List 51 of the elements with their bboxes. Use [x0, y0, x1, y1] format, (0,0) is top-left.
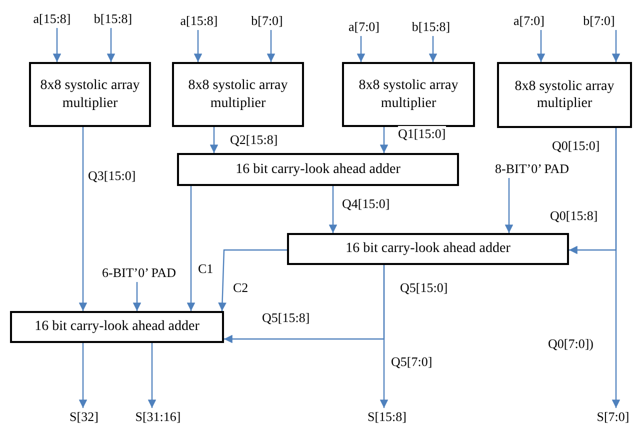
edge-label: Q5[15:8]	[262, 310, 310, 326]
arrow	[78, 127, 88, 311]
arrow	[328, 186, 338, 233]
signal-label: S[7:0]	[590, 408, 634, 426]
signal-label: S[32]	[64, 408, 104, 426]
signal-label: b[15:8]	[88, 10, 138, 28]
process-box: 8x8 systolic array multiplier	[497, 62, 632, 128]
edge-label: Q1[15:0]	[398, 126, 446, 142]
arrow	[428, 36, 438, 62]
signal-label: b[7:0]	[245, 12, 289, 30]
arrow	[210, 127, 218, 153]
signal-label: a[7:0]	[507, 12, 551, 30]
signal-label: a[7:0]	[342, 18, 386, 36]
process-box: 16 bit carry-look ahead adder	[10, 311, 224, 343]
arrow	[380, 127, 388, 153]
arrow	[612, 128, 620, 408]
process-box: 16 bit carry-look ahead adder	[177, 153, 459, 186]
edge-label: Q4[15:0]	[342, 196, 390, 212]
process-box: 8x8 systolic array multiplier	[172, 62, 304, 127]
arrow	[218, 249, 287, 312]
signal-label: a[15:8]	[174, 12, 224, 30]
process-box: 16 bit carry-look ahead adder	[287, 233, 569, 265]
arrow	[52, 28, 62, 62]
arrow	[612, 30, 620, 62]
edge-label: Q3[15:0]	[88, 168, 136, 184]
arrow	[356, 36, 366, 62]
arrow	[148, 343, 156, 408]
arrow	[536, 30, 546, 62]
signal-label: a[15:8]	[27, 10, 77, 28]
signal-label: Q5[15:0]	[400, 280, 448, 296]
signal-label: b[7:0]	[576, 12, 622, 30]
signal-label: b[15:8]	[406, 18, 456, 36]
edge-label: Q0[15:8]	[550, 208, 598, 224]
arrow	[132, 282, 142, 311]
signal-label: S[15:8]	[360, 408, 414, 426]
edge-label: Q0[7:0])	[548, 336, 594, 352]
edge-label: Q5[7:0]	[391, 354, 432, 370]
arrow	[504, 178, 514, 233]
arrow	[78, 343, 88, 408]
signal-label: S[31:16]	[128, 408, 188, 426]
arrow	[194, 30, 202, 62]
arrow	[106, 28, 116, 62]
signal-label: 6-BIT’0’ PAD	[91, 264, 187, 282]
signal-label: 8-BIT’0’ PAD	[484, 160, 580, 178]
arrow	[186, 186, 196, 311]
edge-label: Q2[15:8]	[230, 132, 278, 148]
process-box: 8x8 systolic array multiplier	[342, 62, 475, 127]
process-box: 8x8 systolic array multiplier	[29, 62, 151, 127]
arrow	[380, 265, 388, 408]
signal-label: Q0[15:0]	[552, 138, 600, 154]
arrow	[266, 30, 276, 62]
